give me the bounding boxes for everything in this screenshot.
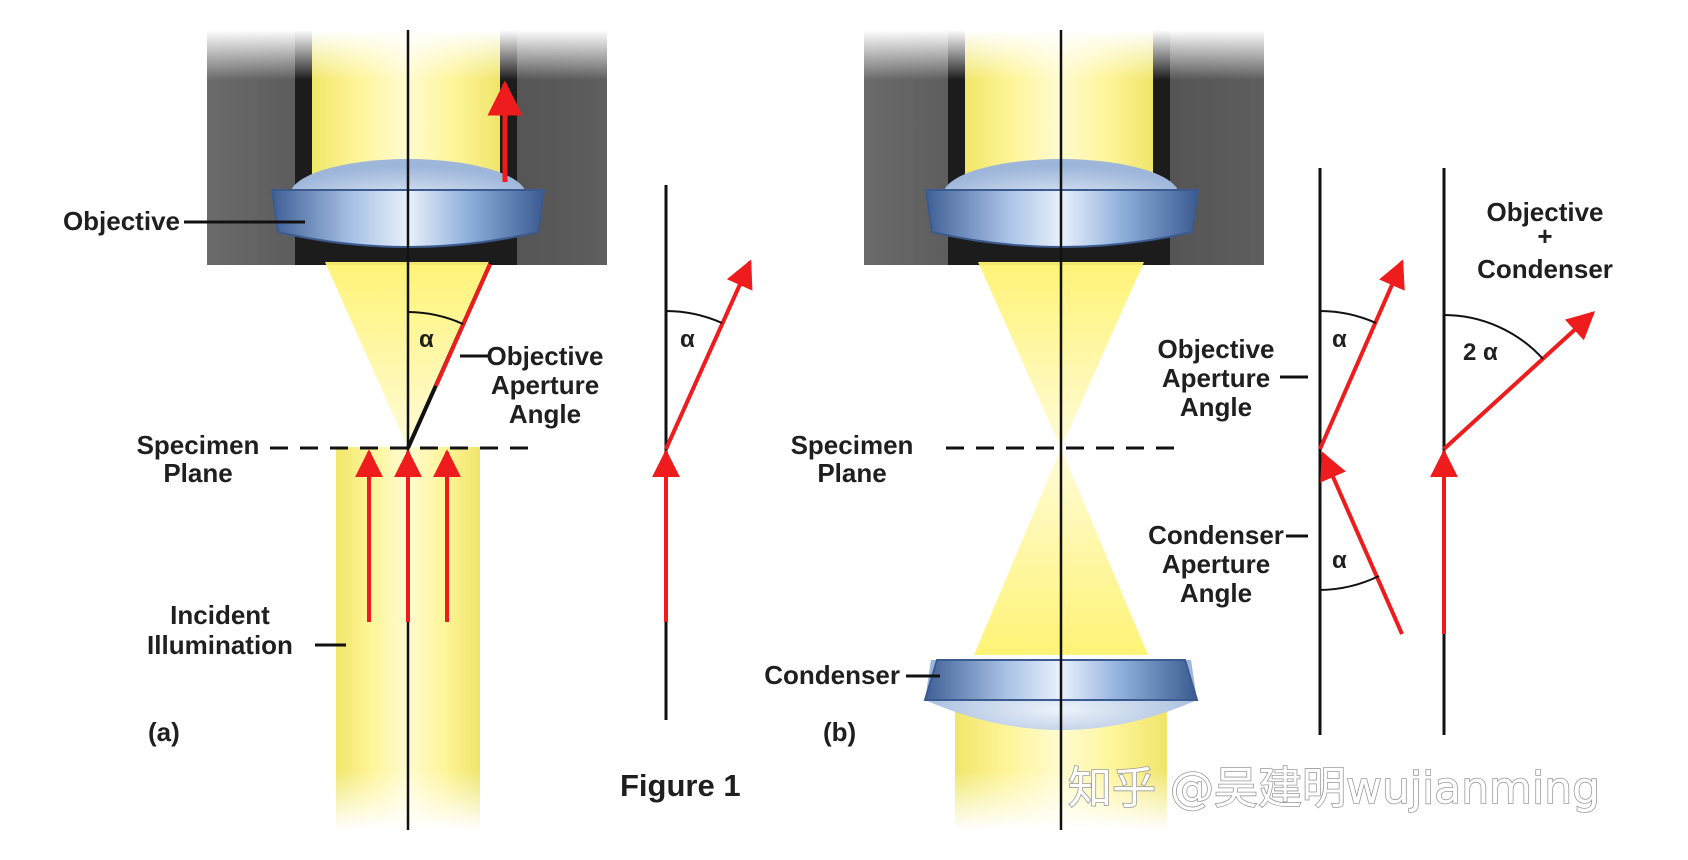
vector-alpha-lower: α [1332,547,1347,574]
vector-condenser-ray [1320,451,1404,635]
label-combined-2: + [1537,221,1552,251]
vector-alpha-a: α [680,326,695,353]
label-cond-aperture-b-2: Aperture [1162,549,1270,579]
vector-alpha-combined: 2 α [1463,339,1498,366]
label-objective: Objective [63,206,180,236]
label-condenser: Condenser [764,660,900,690]
label-aperture-a-2: Aperture [491,370,599,400]
label-obj-aperture-b-1: Objective [1157,334,1274,364]
label-obj-aperture-b-2: Aperture [1162,363,1270,393]
vector-arc-upper [1319,310,1377,324]
figure-caption: Figure 1 [620,768,741,803]
label-specimen-a-1: Specimen [137,430,260,460]
panel-b-tag: (b) [823,717,856,747]
label-cond-aperture-b-3: Angle [1180,578,1252,608]
label-obj-aperture-b-3: Angle [1180,392,1252,422]
panel-a: α Objective Objective Aperture Angle Spe… [63,30,753,830]
vector-objective-ray [1318,259,1405,450]
vector-arc-combined [1443,314,1544,360]
panel-a-tag: (a) [148,717,180,747]
label-specimen-b-2: Plane [817,458,886,488]
marginal-ray-red-a [434,263,492,387]
alpha-arc-a [407,311,464,325]
label-aperture-a-1: Objective [486,341,603,371]
label-cond-aperture-b-1: Condenser [1148,520,1284,550]
label-specimen-a-2: Plane [163,458,232,488]
vector-arc-a [665,310,723,324]
label-combined-3: Condenser [1477,254,1613,284]
panel-b: Specimen Plane Condenser (b) α α Objecti… [764,30,1613,830]
label-aperture-a-3: Angle [509,399,581,429]
label-combined-1: Objective [1486,197,1603,227]
vector-combined-exit [1442,311,1596,451]
vector-alpha-upper: α [1332,326,1347,353]
label-incident-2: Illumination [147,630,293,660]
label-specimen-b-1: Specimen [791,430,914,460]
watermark-text: 知乎 @吴建明wujianming [1068,763,1600,814]
vector-arc-lower [1319,575,1380,591]
label-incident-1: Incident [170,600,270,630]
housing-fade-b [864,30,1264,80]
vector-marginal-a [664,259,753,450]
alpha-label-a: α [419,326,434,353]
